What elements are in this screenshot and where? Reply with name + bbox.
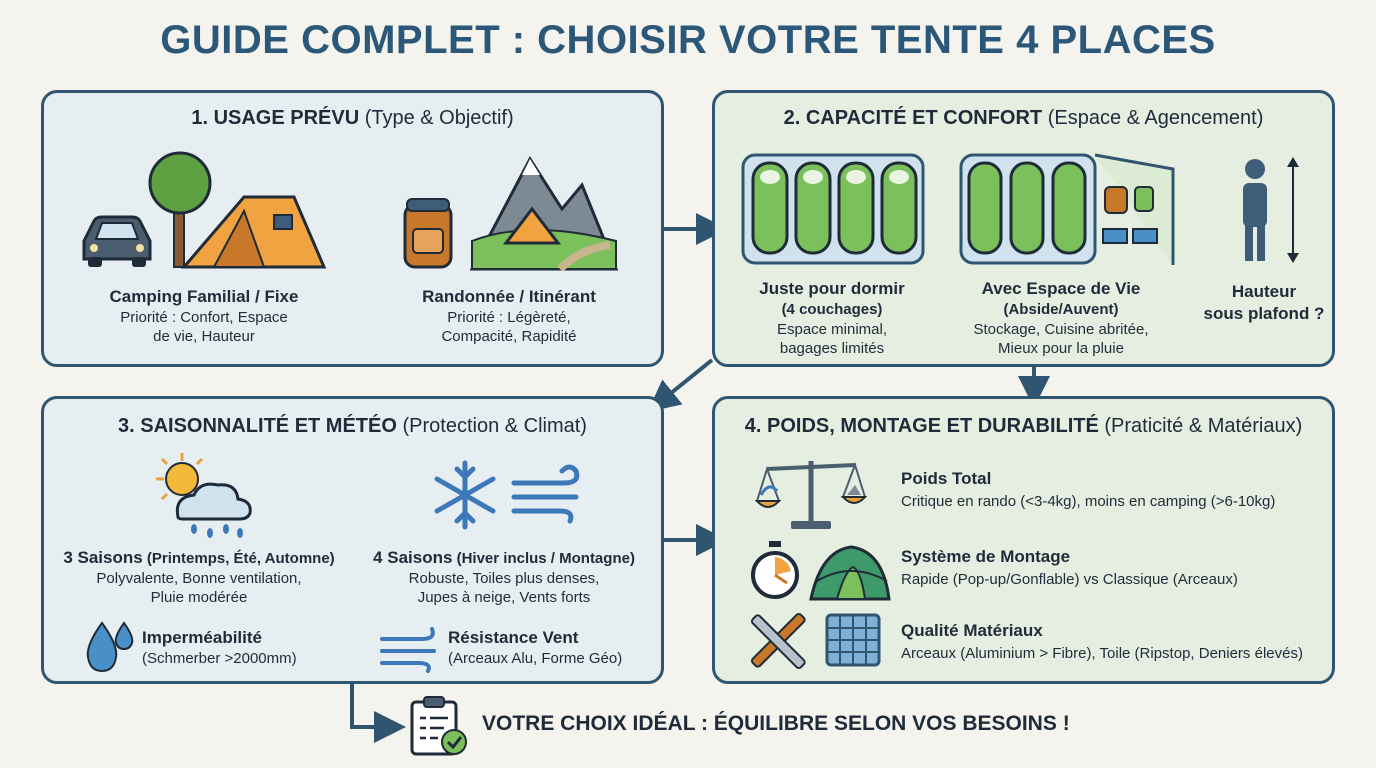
scale-icon — [755, 461, 867, 529]
weight-desc: Critique en rando (<3-4kg), moins en cam… — [901, 493, 1276, 510]
three-season-line1: Polyvalente, Bonne ventilation, — [96, 570, 302, 587]
three-season-title: 3 Saisons — [63, 548, 143, 567]
three-season-line2: Pluie modérée — [150, 589, 248, 606]
three-season-block: 3 Saisons (Printemps, Été, Automne) Poly… — [54, 547, 344, 607]
living-space-tent-icon — [959, 153, 1175, 265]
snowflake-icon — [434, 460, 496, 530]
family-camping-title: Camping Familial / Fixe — [109, 287, 299, 306]
four-season-title: 4 Saisons — [373, 548, 453, 567]
ripstop-fabric-icon — [825, 613, 881, 667]
weight-title: Poids Total — [901, 469, 992, 488]
car-icon — [82, 215, 152, 267]
sleep-only-title: Juste pour dormir — [759, 279, 905, 298]
panel-weight-heading: 4. POIDS, MONTAGE ET DURABILITÉ (Pratici… — [744, 415, 1303, 437]
panel-usage: 1. USAGE PRÉVU (Type & Objectif) Camping… — [41, 90, 664, 367]
arrow-3-to-final — [350, 684, 406, 743]
sleeping-bags-icon — [741, 153, 925, 265]
person-height-icon — [1243, 157, 1299, 263]
living-space-line1: Stockage, Cuisine abritée, — [973, 321, 1149, 338]
final-conclusion: VOTRE CHOIX IDÉAL : ÉQUILIBRE SELON VOS … — [482, 712, 1070, 735]
family-tent-icon — [180, 195, 327, 269]
ceiling-height-block: Hauteur sous plafond ? — [1191, 281, 1337, 325]
wind-resistance-block: Résistance Vent (Arceaux Alu, Forme Géo) — [448, 627, 658, 668]
sleep-only-line2: bagages limités — [779, 340, 885, 357]
panel-usage-heading: 1. USAGE PRÉVU (Type & Objectif) — [191, 107, 514, 129]
family-camping-line1: Priorité : Confort, Espace — [120, 309, 288, 326]
living-space-subtitle: (Abside/Auvent) — [1003, 301, 1119, 318]
four-season-block: 4 Saisons (Hiver inclus / Montagne) Robu… — [354, 547, 654, 607]
water-drops-icon — [86, 621, 134, 673]
four-season-line2: Jupes à neige, Vents forts — [417, 589, 591, 606]
materials-title: Qualité Matériaux — [901, 621, 1043, 640]
sleep-only-block: Juste pour dormir (4 couchages) Espace m… — [727, 278, 937, 358]
tree-icon — [148, 151, 212, 268]
hiking-title: Randonnée / Itinérant — [422, 287, 596, 306]
backpack-icon — [403, 198, 453, 269]
wind-icon — [511, 464, 580, 524]
mountain-tent-icon — [470, 156, 618, 271]
stopwatch-icon — [751, 541, 799, 599]
panel-season-heading: 3. SAISONNALITÉ ET MÉTÉO (Protection & C… — [118, 415, 587, 437]
ceiling-height-line1: Hauteur — [1231, 282, 1297, 301]
panel-weight: 4. POIDS, MONTAGE ET DURABILITÉ (Pratici… — [712, 396, 1335, 684]
wind-resistance-title: Résistance Vent — [448, 628, 579, 647]
three-season-detail: (Printemps, Été, Automne) — [142, 550, 335, 567]
family-camping-line2: de vie, Hauteur — [153, 328, 255, 345]
wind-resistance-line1: (Arceaux Alu, Forme Géo) — [448, 650, 623, 667]
sun-rain-cloud-icon — [156, 453, 252, 538]
sleep-only-line1: Espace minimal, — [776, 321, 888, 338]
arrow-2-to-3 — [647, 358, 714, 413]
waterproof-line1: (Schmerber >2000mm) — [142, 650, 297, 667]
hiking-block: Randonnée / Itinérant Priorité : Légèret… — [374, 286, 644, 346]
waterproof-block: Imperméabilité (Schmerber >2000mm) — [142, 627, 322, 668]
page-title: GUIDE COMPLET : CHOISIR VOTRE TENTE 4 PL… — [160, 18, 1216, 62]
ceiling-height-line2: sous plafond ? — [1203, 304, 1325, 323]
family-camping-block: Camping Familial / Fixe Priorité : Confo… — [74, 286, 334, 346]
setup-desc: Rapide (Pop-up/Gonflable) vs Classique (… — [901, 571, 1238, 588]
panel-capacity: 2. CAPACITÉ ET CONFORT (Espace & Agencem… — [712, 90, 1335, 367]
hiking-line2: Compacité, Rapidité — [441, 328, 577, 345]
living-space-title: Avec Espace de Vie — [981, 279, 1141, 298]
clipboard-check-icon — [410, 696, 467, 756]
popup-tent-icon — [809, 545, 891, 601]
living-space-line2: Mieux pour la pluie — [998, 340, 1124, 357]
sleep-only-subtitle: (4 couchages) — [781, 301, 883, 318]
panel-season: 3. SAISONNALITÉ ET MÉTÉO (Protection & C… — [41, 396, 664, 684]
hiking-line1: Priorité : Légèreté, — [447, 309, 571, 326]
setup-title: Système de Montage — [901, 547, 1071, 566]
waterproof-title: Imperméabilité — [142, 628, 262, 647]
four-season-detail: (Hiver inclus / Montagne) — [452, 550, 635, 567]
living-space-block: Avec Espace de Vie (Abside/Auvent) Stock… — [941, 278, 1181, 358]
wind-resistance-icon — [380, 627, 436, 673]
four-season-line1: Robuste, Toiles plus denses, — [408, 570, 600, 587]
poles-icon — [750, 612, 806, 670]
panel-capacity-heading: 2. CAPACITÉ ET CONFORT (Espace & Agencem… — [783, 107, 1264, 129]
materials-desc: Arceaux (Aluminium > Fibre), Toile (Rips… — [901, 645, 1303, 662]
